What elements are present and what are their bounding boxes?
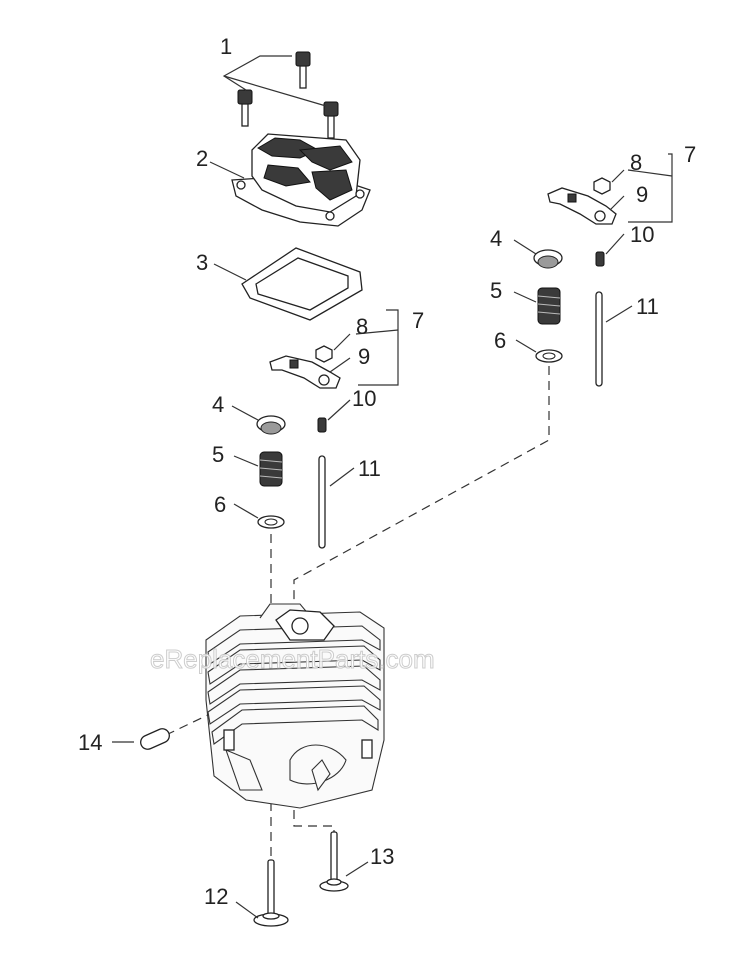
leader-6a [233, 503, 259, 519]
callout-12: 12 [204, 884, 228, 909]
callout-8-left: 8 [356, 314, 368, 339]
callout-9-left: 9 [358, 344, 370, 369]
leader-8b-bracket [627, 169, 673, 177]
leader-9a [329, 357, 351, 373]
part-8-nut-left [315, 345, 333, 363]
callout-4-right: 4 [490, 226, 502, 251]
leader-1a [222, 55, 292, 91]
leader-8a [333, 333, 351, 351]
leader-4a [231, 405, 259, 421]
part-13-intake-valve [319, 831, 349, 892]
callout-5-right: 5 [490, 278, 502, 303]
callout-2: 2 [196, 146, 208, 171]
part-1-bolts [222, 51, 339, 139]
part-2-valve-cover [231, 133, 371, 227]
leader-12 [235, 901, 259, 919]
part-6-washer-right [535, 349, 563, 363]
callout-9-right: 9 [636, 182, 648, 207]
leader-7a [358, 309, 399, 386]
callout-5-left: 5 [212, 442, 224, 467]
part-12-exhaust-valve [253, 859, 289, 927]
leader-1b [223, 75, 327, 107]
leader-5b [513, 291, 537, 303]
callout-8-right: 8 [630, 150, 642, 175]
assembly-line-pin [165, 711, 215, 736]
part-9-rocker-left [269, 355, 341, 389]
leader-13 [345, 861, 369, 877]
leader-2 [209, 161, 245, 179]
bolt-1b [237, 89, 253, 127]
leader-8b [611, 169, 625, 183]
callout-10-right: 10 [630, 222, 654, 247]
part-10-adjuster-right [595, 251, 605, 267]
part-4-retainer-right [533, 249, 563, 269]
leader-7b [628, 153, 673, 223]
cylinder-head [205, 603, 385, 809]
callout-6-left: 6 [214, 492, 226, 517]
callout-13: 13 [370, 844, 394, 869]
callout-14: 14 [78, 730, 102, 755]
leader-6b [515, 339, 537, 353]
part-5-spring-right [537, 287, 561, 325]
part-9-rocker-right [547, 187, 617, 225]
leader-8a-bracket [355, 329, 399, 335]
callout-1: 1 [220, 34, 232, 59]
callout-7-right: 7 [684, 142, 696, 167]
bolt-1a [295, 51, 311, 89]
leader-10b [605, 233, 625, 255]
watermark: eReplacementParts.com [150, 644, 435, 674]
leader-11a [329, 467, 355, 487]
callout-3: 3 [196, 250, 208, 275]
assembly-line-right [293, 366, 550, 604]
part-6-washer-left [257, 515, 285, 529]
part-11-pushrod-right [595, 291, 603, 387]
callout-10-left: 10 [352, 386, 376, 411]
leader-5a [233, 455, 259, 467]
callout-11-right: 11 [636, 294, 659, 319]
part-14-pin [140, 728, 170, 750]
leader-4b [513, 239, 537, 255]
part-5-spring-left [259, 451, 283, 487]
callout-7-left: 7 [412, 308, 424, 333]
callout-4-left: 4 [212, 392, 224, 417]
leader-11b [605, 305, 633, 323]
callout-11-left: 11 [358, 456, 381, 481]
part-8-nut-right [593, 177, 611, 195]
part-4-retainer-left [256, 415, 286, 435]
callout-6-right: 6 [494, 328, 506, 353]
bolt-1c [323, 101, 339, 139]
leader-3 [213, 263, 247, 281]
part-11-pushrod-left [318, 455, 326, 549]
leader-9b [609, 195, 625, 211]
part-10-adjuster-left [317, 417, 327, 433]
part-3-gasket [241, 247, 363, 321]
leader-10a [327, 399, 351, 421]
